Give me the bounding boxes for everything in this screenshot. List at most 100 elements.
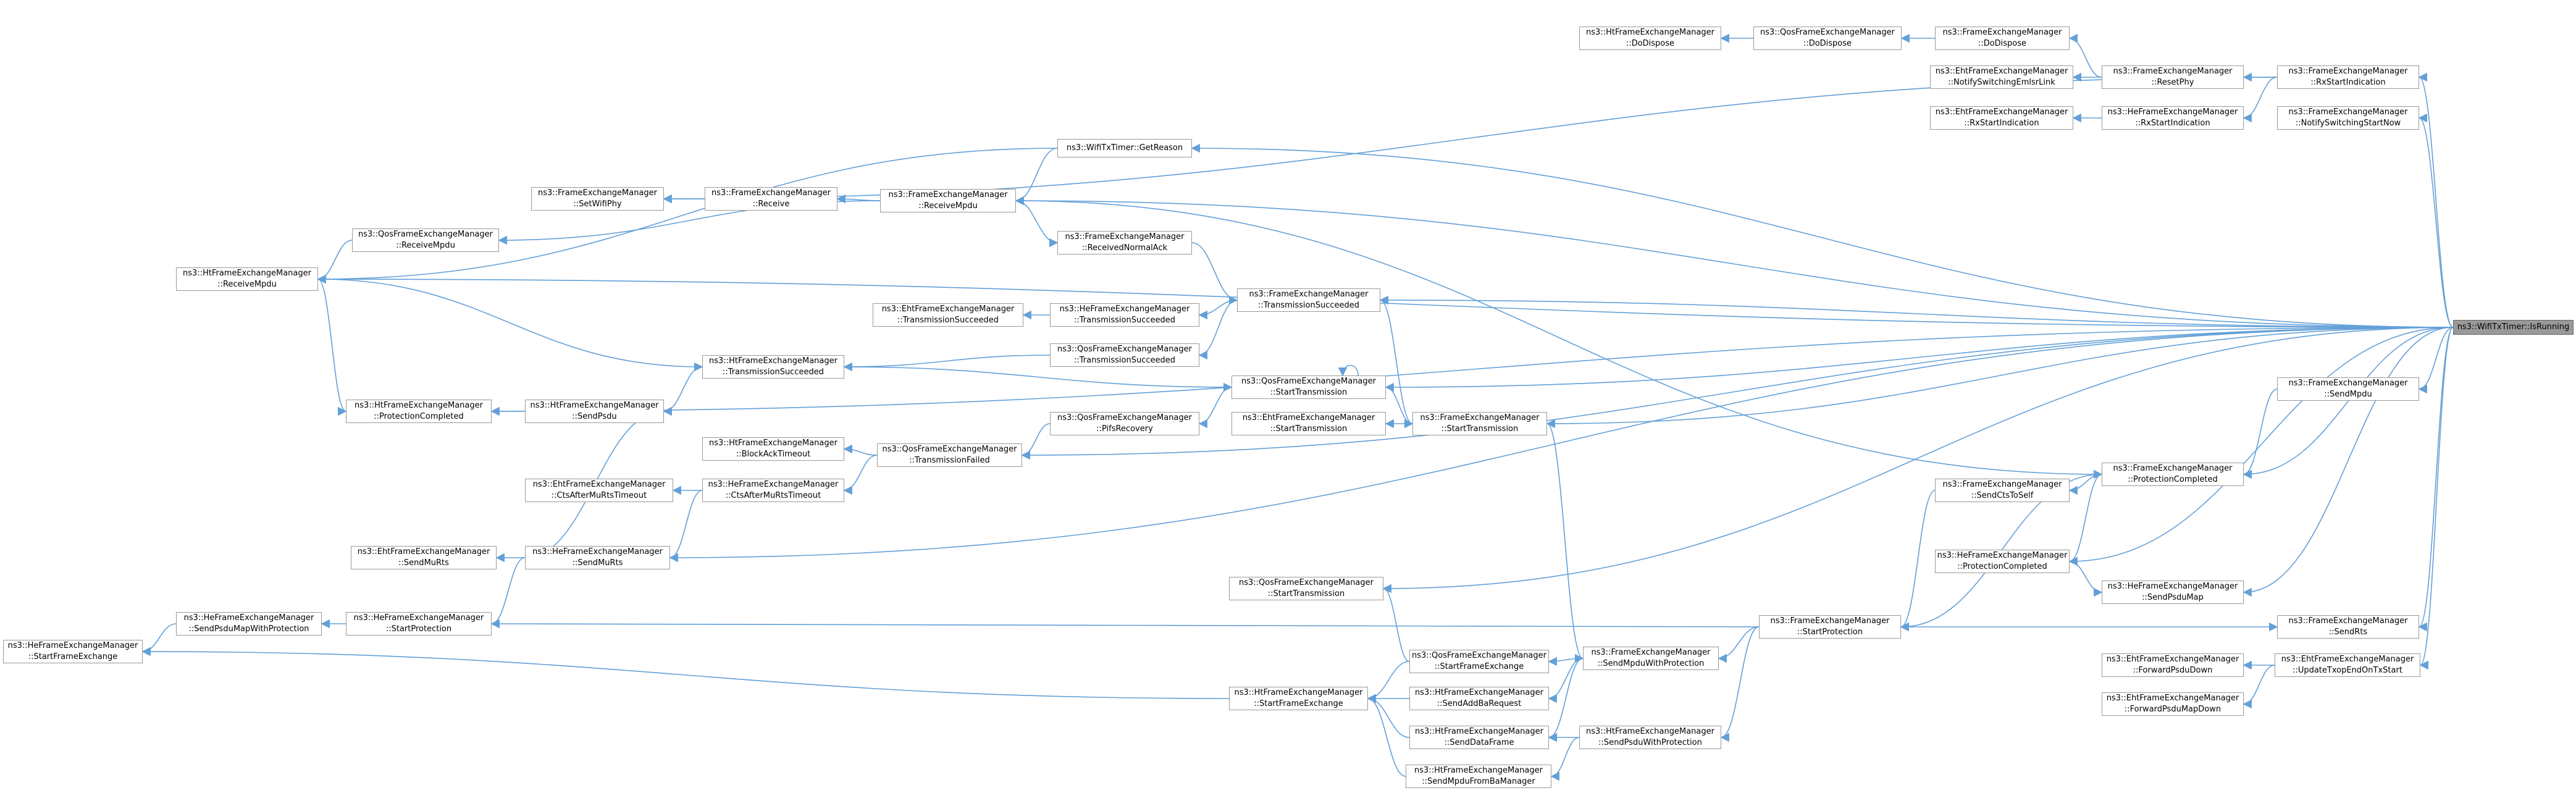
graph-node[interactable]: ns3::EhtFrameExchangeManager::NotifySwit… bbox=[1930, 65, 2073, 89]
graph-node[interactable]: ns3::EhtFrameExchangeManager::SendMuRts bbox=[351, 546, 497, 569]
graph-node[interactable]: ns3::FrameExchangeManager::ReceiveMpdu bbox=[880, 189, 1016, 212]
graph-node[interactable]: ns3::EhtFrameExchangeManager::UpdateTxop… bbox=[2275, 653, 2420, 677]
node-label-line1: ns3::QosFrameExchangeManager bbox=[1760, 28, 1895, 37]
graph-node[interactable]: ns3::QosFrameExchangeManager::ReceiveMpd… bbox=[352, 229, 499, 252]
node-label-line2: ::ReceiveMpdu bbox=[396, 241, 455, 250]
graph-node[interactable]: ns3::HeFrameExchangeManager::CtsAfterMuR… bbox=[702, 479, 844, 502]
node-label-line2: ::StartFrameExchange bbox=[1254, 699, 1343, 708]
graph-node[interactable]: ns3::QosFrameExchangeManager::Transmissi… bbox=[1050, 343, 1199, 367]
graph-node[interactable]: ns3::HeFrameExchangeManager::SendPsduMap bbox=[2102, 581, 2244, 604]
node-label-line2: ::SendPsdu bbox=[572, 412, 617, 421]
graph-node[interactable]: ns3::FrameExchangeManager::SendCtsToSelf bbox=[1935, 479, 2070, 502]
graph-node[interactable]: ns3::EhtFrameExchangeManager::Transmissi… bbox=[873, 303, 1023, 327]
graph-node[interactable]: ns3::HeFrameExchangeManager::SendMuRts bbox=[525, 546, 670, 569]
graph-node[interactable]: ns3::HtFrameExchangeManager::SendMpduFro… bbox=[1406, 765, 1551, 788]
graph-node[interactable]: ns3::HeFrameExchangeManager::ProtectionC… bbox=[1935, 550, 2070, 573]
graph-edge bbox=[490, 327, 2454, 416]
graph-node[interactable]: ns3::HtFrameExchangeManager::Transmissio… bbox=[702, 355, 844, 379]
node-label-line2: ::SendPsduWithProtection bbox=[1598, 738, 1702, 747]
graph-node[interactable]: ns3::HeFrameExchangeManager::RxStartIndi… bbox=[2102, 106, 2244, 130]
node-label-line1: ns3::FrameExchangeManager bbox=[711, 188, 831, 198]
node-label-line1: ns3::EhtFrameExchangeManager bbox=[2106, 694, 2239, 703]
graph-node[interactable]: ns3::HeFrameExchangeManager::Transmissio… bbox=[1050, 303, 1199, 327]
graph-node[interactable]: ns3::FrameExchangeManager::NotifySwitchi… bbox=[2277, 106, 2419, 130]
graph-node[interactable]: ns3::HtFrameExchangeManager::SendAddBaRe… bbox=[1409, 687, 1549, 710]
graph-edge bbox=[2068, 474, 2102, 566]
graph-node[interactable]: ns3::HtFrameExchangeManager::SendDataFra… bbox=[1409, 726, 1549, 749]
graph-node[interactable]: ns3::FrameExchangeManager::SendRts bbox=[2277, 615, 2419, 639]
graph-node[interactable]: ns3::EhtFrameExchangeManager::ForwardPsd… bbox=[2102, 653, 2244, 677]
graph-node[interactable]: ns3::HtFrameExchangeManager::BlockAckTim… bbox=[702, 437, 844, 461]
graph-node[interactable]: ns3::HtFrameExchangeManager::ProtectionC… bbox=[346, 400, 492, 423]
node-label-line2: ::ResetPhy bbox=[2151, 78, 2194, 87]
graph-node[interactable]: ns3::FrameExchangeManager::SendMpduWithP… bbox=[1583, 647, 1719, 670]
node-label-line1: ns3::HtFrameExchangeManager bbox=[1586, 727, 1714, 736]
graph-node[interactable]: ns3::EhtFrameExchangeManager::RxStartInd… bbox=[1930, 106, 2073, 130]
graph-edge bbox=[1382, 584, 1410, 662]
graph-node[interactable]: ns3::QosFrameExchangeManager::DoDispose bbox=[1753, 27, 1902, 50]
graph-node[interactable]: ns3::HtFrameExchangeManager::DoDispose bbox=[1579, 27, 1721, 50]
node-label-line1: ns3::EhtFrameExchangeManager bbox=[1935, 67, 2068, 76]
graph-edge bbox=[663, 366, 703, 416]
graph-node[interactable]: ns3::FrameExchangeManager::Receive bbox=[705, 187, 837, 211]
node-label-line2: ::DoDispose bbox=[1626, 39, 1675, 48]
graph-node[interactable]: ns3::QosFrameExchangeManager::StartFrame… bbox=[1409, 650, 1549, 673]
node-label-line2: ::Receive bbox=[752, 199, 790, 209]
node-label-line2: ::UpdateTxopEndOnTxStart bbox=[2293, 666, 2402, 675]
node-label-line2: ::ReceiveMpdu bbox=[918, 201, 978, 211]
graph-node[interactable]: ns3::EhtFrameExchangeManager::StartTrans… bbox=[1231, 412, 1386, 435]
node-label-line2: ::StartTransmission bbox=[1441, 424, 1519, 434]
node-label-line1: ns3::QosFrameExchangeManager bbox=[1411, 651, 1546, 660]
graph-node[interactable]: ns3::FrameExchangeManager::StartTransmis… bbox=[1412, 412, 1547, 435]
graph-node[interactable]: ns3::HeFrameExchangeManager::StartFrameE… bbox=[3, 640, 143, 663]
node-label-line1: ns3::QosFrameExchangeManager bbox=[1057, 345, 1192, 354]
graph-edge bbox=[490, 557, 526, 629]
graph-node[interactable]: ns3::FrameExchangeManager::SendMpdu bbox=[2277, 377, 2419, 401]
graph-edge bbox=[1198, 387, 1232, 429]
graph-node[interactable]: ns3::QosFrameExchangeManager::PifsRecove… bbox=[1050, 412, 1199, 435]
node-label-line1: ns3::FrameExchangeManager bbox=[1249, 290, 1369, 299]
node-label-line1: ns3::FrameExchangeManager bbox=[2288, 107, 2408, 117]
graph-node[interactable]: ns3::HeFrameExchangeManager::SendPsduMap… bbox=[176, 612, 322, 636]
node-label-line2: ::StartTransmission bbox=[1270, 388, 1348, 397]
graph-node[interactable]: ns3::HtFrameExchangeManager::SendPsdu bbox=[525, 400, 664, 423]
node-label-line2: ::BlockAckTimeout bbox=[736, 450, 811, 459]
graph-node[interactable]: ns3::FrameExchangeManager::TransmissionS… bbox=[1237, 288, 1380, 312]
graph-node[interactable]: ns3::FrameExchangeManager::SetWifiPhy bbox=[531, 187, 664, 211]
graph-node[interactable]: ns3::HeFrameExchangeManager::StartProtec… bbox=[346, 612, 492, 636]
graph-node[interactable]: ns3::FrameExchangeManager::ProtectionCom… bbox=[2102, 463, 2244, 486]
graph-edge bbox=[1546, 327, 2454, 429]
graph-node[interactable]: ns3::EhtFrameExchangeManager::ForwardPsd… bbox=[2102, 692, 2244, 716]
graph-edge bbox=[1385, 327, 2454, 392]
graph-node[interactable]: ns3::FrameExchangeManager::ReceivedNorma… bbox=[1057, 231, 1192, 254]
graph-node[interactable]: ns3::FrameExchangeManager::ResetPhy bbox=[2102, 65, 2244, 89]
graph-node[interactable]: ns3::WifiTxTimer::GetReason bbox=[1057, 139, 1192, 157]
graph-edge bbox=[1382, 327, 2454, 594]
graph-node[interactable]: ns3::EhtFrameExchangeManager::CtsAfterMu… bbox=[525, 479, 673, 502]
node-label-line2: ::RxStartIndication bbox=[1964, 119, 2039, 128]
node-label-line1: ns3::HtFrameExchangeManager bbox=[530, 401, 659, 410]
node-label-line1: ns3::FrameExchangeManager bbox=[2113, 67, 2233, 76]
node-label-line2: ::TransmissionSucceeded bbox=[1073, 356, 1176, 365]
graph-node[interactable]: ns3::FrameExchangeManager::RxStartIndica… bbox=[2277, 65, 2419, 89]
graph-node[interactable]: ns3::FrameExchangeManager::StartProtecti… bbox=[1759, 615, 1901, 639]
graph-node[interactable]: ns3::QosFrameExchangeManager::Transmissi… bbox=[877, 443, 1022, 467]
node-label-line1: ns3::FrameExchangeManager bbox=[1770, 616, 1890, 626]
node-label-line2: ::CtsAfterMuRtsTimeout bbox=[725, 491, 821, 500]
graph-edge bbox=[141, 623, 177, 657]
graph-edge bbox=[2242, 327, 2454, 597]
graph-edge bbox=[2068, 33, 2102, 78]
node-label-line1: ns3::HtFrameExchangeManager bbox=[1414, 766, 1543, 775]
graph-node[interactable]: ns3::FrameExchangeManager::DoDispose bbox=[1935, 27, 2070, 50]
graph-node[interactable]: ns3::HtFrameExchangeManager::SendPsduWit… bbox=[1579, 726, 1721, 749]
graph-node-root-isrunning[interactable]: ns3::WifiTxTimer::IsRunning bbox=[2453, 320, 2574, 335]
graph-node[interactable]: ns3::HtFrameExchangeManager::ReceiveMpdu bbox=[176, 267, 318, 291]
node-label-line1: ns3::EhtFrameExchangeManager bbox=[2106, 655, 2239, 664]
graph-node[interactable]: ns3::HtFrameExchangeManager::StartFrameE… bbox=[1229, 687, 1368, 710]
graph-node[interactable]: ns3::QosFrameExchangeManager::StartTrans… bbox=[1229, 577, 1383, 600]
graph-node[interactable]: ns3::QosFrameExchangeManager::StartTrans… bbox=[1231, 376, 1386, 399]
node-label-line2: ::SendMuRts bbox=[398, 558, 449, 568]
graph-edge bbox=[2069, 561, 2103, 597]
node-label-line2: ::TransmissionSucceeded bbox=[1257, 301, 1360, 310]
